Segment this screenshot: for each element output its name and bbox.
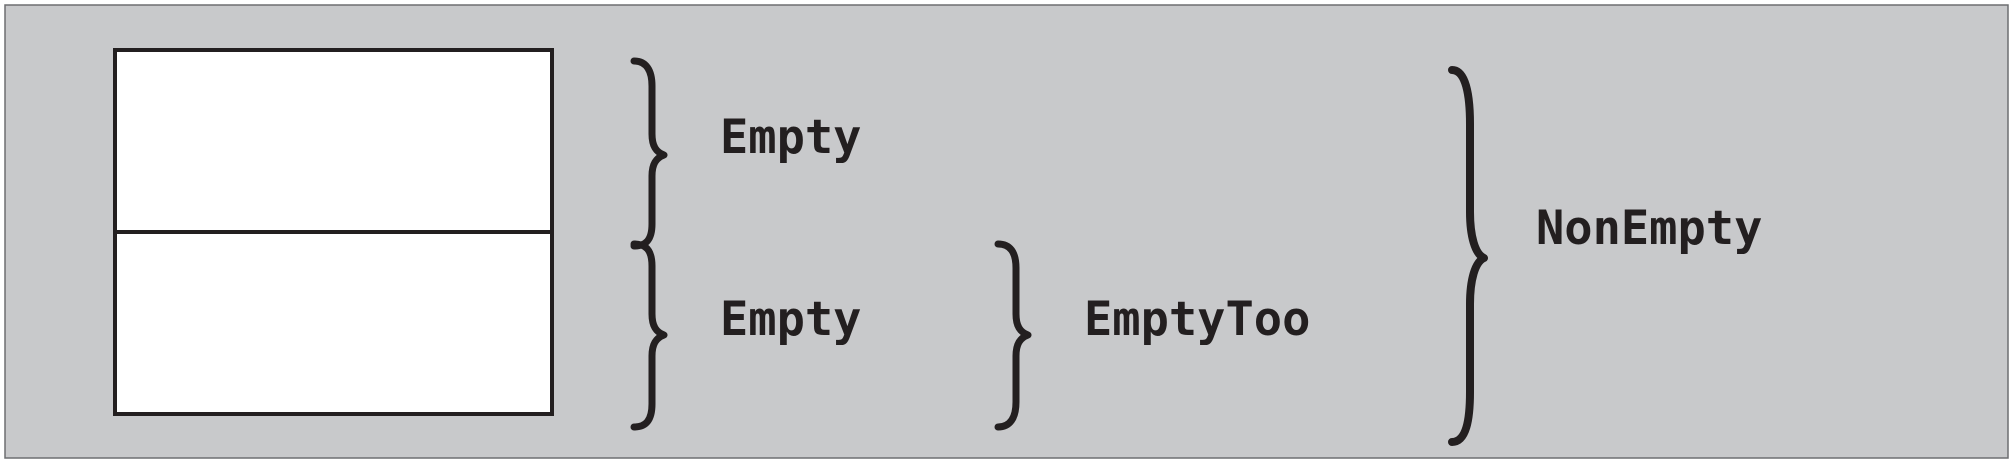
- brace-bottom-half: [630, 240, 668, 431]
- brace-whole: [1448, 66, 1488, 446]
- split-box: [113, 48, 554, 416]
- label-non-empty: NonEmpty: [1536, 201, 1762, 256]
- box-bottom-half: [113, 230, 554, 416]
- label-empty-bottom: Empty: [720, 292, 861, 347]
- label-empty-too: EmptyToo: [1084, 292, 1310, 347]
- box-top-half: [113, 48, 554, 234]
- label-empty-top: Empty: [720, 110, 861, 165]
- brace-empty-too: [994, 240, 1032, 431]
- brace-top-half: [630, 57, 668, 250]
